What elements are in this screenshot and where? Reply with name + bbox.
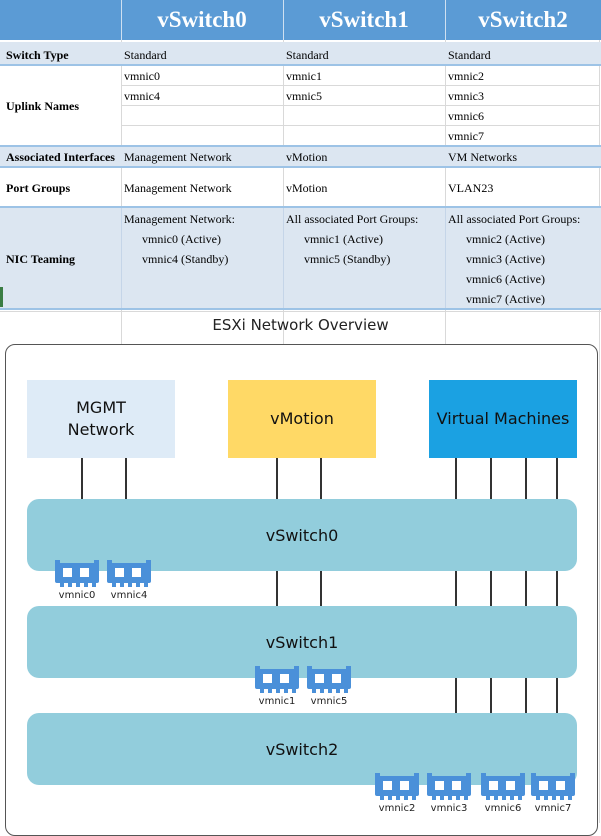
row-border: [0, 64, 601, 66]
cell-pg-0[interactable]: Management Network: [124, 181, 232, 195]
nic-card-icon[interactable]: [530, 773, 576, 801]
col-gridline: [283, 208, 284, 308]
cell-teaming-1-2[interactable]: vmnic5 (Standby): [304, 252, 391, 266]
vswitch0-box[interactable]: vSwitch0: [27, 499, 577, 571]
nic-label: vmnic7: [534, 803, 572, 814]
portgroup-virtual-machines[interactable]: Virtual Machines: [429, 380, 577, 458]
cell-uplink-2-0[interactable]: vmnic2: [448, 69, 484, 83]
nic-card-icon[interactable]: [54, 560, 100, 588]
vswitch-label: vSwitch0: [265, 525, 339, 545]
cell-uplink-2-3[interactable]: vmnic7: [448, 129, 484, 143]
cell-assoc-0[interactable]: Management Network: [124, 150, 232, 164]
label-nic-teaming[interactable]: NIC Teaming: [6, 252, 76, 266]
cell-teaming-2-0[interactable]: All associated Port Groups:: [448, 212, 581, 226]
cell-uplink-0-0[interactable]: vmnic0: [124, 69, 160, 83]
cell-uplink-1-0[interactable]: vmnic1: [286, 69, 322, 83]
diagram-title: ESXi Network Overview: [212, 316, 389, 334]
header-divider: [445, 0, 446, 40]
cell-uplink-0-1[interactable]: vmnic4: [124, 89, 160, 103]
label-switch-type[interactable]: Switch Type: [6, 48, 69, 62]
row-gridline: [121, 85, 599, 86]
nic-label: vmnic2: [378, 803, 416, 814]
nic-card-icon[interactable]: [254, 666, 300, 694]
header-vswitch1[interactable]: vSwitch1: [319, 7, 409, 32]
cell-teaming-0-0[interactable]: Management Network:: [124, 212, 235, 226]
portgroup-label: vMotion: [270, 409, 334, 428]
row-associated-interfaces: [0, 147, 601, 166]
cell-teaming-1-0[interactable]: All associated Port Groups:: [286, 212, 419, 226]
header-row: [0, 0, 601, 40]
link-line: [125, 458, 127, 499]
cell-switch-type-1[interactable]: Standard: [286, 48, 329, 62]
nic-label: vmnic4: [110, 590, 148, 601]
vswitch1-box[interactable]: vSwitch1: [27, 606, 577, 678]
row-border: [0, 206, 601, 208]
cell-uplink-2-2[interactable]: vmnic6: [448, 109, 484, 123]
nic-label: vmnic6: [484, 803, 522, 814]
row-nic-teaming: [0, 208, 601, 308]
col-gridline: [599, 0, 600, 823]
cell-assoc-2[interactable]: VM Networks: [448, 150, 517, 164]
nic-card-icon[interactable]: [374, 773, 420, 801]
row-selection-marker: [0, 287, 3, 307]
cell-teaming-2-2[interactable]: vmnic3 (Active): [466, 252, 545, 266]
nic-card-icon[interactable]: [106, 560, 152, 588]
cell-assoc-1[interactable]: vMotion: [286, 150, 328, 164]
cell-teaming-2-4[interactable]: vmnic7 (Active): [466, 292, 545, 306]
row-border: [0, 166, 601, 168]
vswitch-label: vSwitch2: [265, 739, 339, 759]
col-gridline: [445, 208, 446, 308]
cell-teaming-2-1[interactable]: vmnic2 (Active): [466, 232, 545, 246]
cell-teaming-0-2[interactable]: vmnic4 (Standby): [142, 252, 229, 266]
cell-uplink-1-1[interactable]: vmnic5: [286, 89, 322, 103]
nic-label: vmnic5: [310, 696, 348, 707]
nic-card-icon[interactable]: [480, 773, 526, 801]
header-divider: [121, 0, 122, 40]
label-uplink-names[interactable]: Uplink Names: [6, 99, 80, 113]
row-border: [0, 308, 601, 310]
row-gridline: [121, 105, 599, 106]
row-gridline: [121, 125, 599, 126]
row-switch-type: [0, 42, 601, 64]
header-vswitch2[interactable]: vSwitch2: [478, 7, 568, 32]
portgroup-label: MGMT Network: [67, 398, 135, 439]
cell-switch-type-0[interactable]: Standard: [124, 48, 167, 62]
link-line: [490, 458, 492, 713]
link-line: [556, 458, 558, 713]
cell-teaming-1-1[interactable]: vmnic1 (Active): [304, 232, 383, 246]
portgroup-label: Virtual Machines: [436, 409, 570, 428]
cell-teaming-0-1[interactable]: vmnic0 (Active): [142, 232, 221, 246]
cell-pg-2[interactable]: VLAN23: [448, 181, 494, 195]
label-port-groups[interactable]: Port Groups: [6, 181, 71, 195]
header-divider: [283, 0, 284, 40]
nic-label: vmnic0: [58, 590, 96, 601]
cell-teaming-2-3[interactable]: vmnic6 (Active): [466, 272, 545, 286]
nic-label: vmnic1: [258, 696, 296, 707]
cell-switch-type-2[interactable]: Standard: [448, 48, 491, 62]
link-line: [455, 458, 457, 713]
portgroup-mgmt-network[interactable]: MGMT Network: [27, 380, 175, 458]
col-gridline: [121, 208, 122, 308]
cell-pg-1[interactable]: vMotion: [286, 181, 328, 195]
nic-label: vmnic3: [430, 803, 468, 814]
nic-card-icon[interactable]: [426, 773, 472, 801]
portgroup-vmotion[interactable]: vMotion: [228, 380, 376, 458]
label-associated-interfaces[interactable]: Associated Interfaces: [6, 150, 115, 164]
header-vswitch0[interactable]: vSwitch0: [157, 7, 247, 32]
row-border: [0, 145, 601, 147]
cell-uplink-2-1[interactable]: vmnic3: [448, 89, 484, 103]
link-line: [81, 458, 83, 499]
nic-card-icon[interactable]: [306, 666, 352, 694]
link-line: [525, 458, 527, 713]
row-gridline: [0, 311, 601, 312]
vswitch-label: vSwitch1: [265, 632, 339, 652]
